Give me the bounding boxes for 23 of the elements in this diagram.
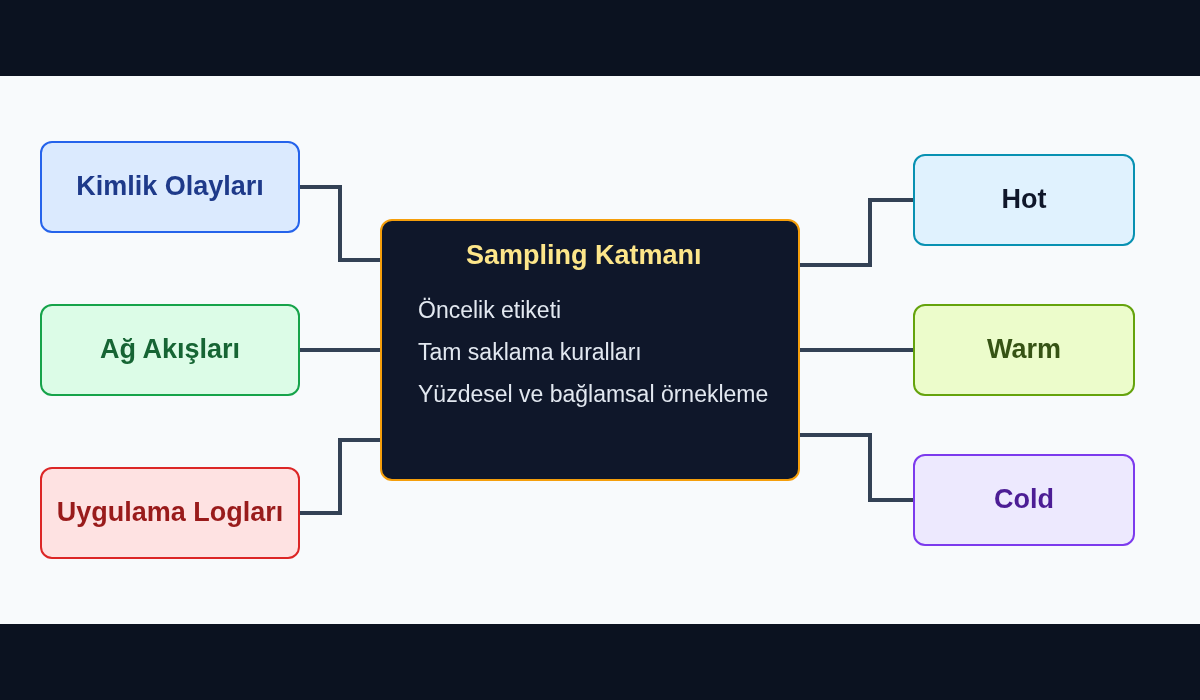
node-title: Ağ Akışları [99,333,241,367]
source-box [40,467,300,559]
connector-line [800,348,913,352]
node-text: Yüzdesel ve bağlamsal örnekleme [418,379,769,409]
connector-line [800,198,913,267]
node-title: Warm [987,333,1061,367]
connector-line [300,348,380,352]
source-box [913,454,1135,546]
node-text: Öncelik etiketi [418,295,562,325]
node-text: Tam saklama kuralları [418,337,642,367]
connector-line [800,433,913,502]
source-box [913,304,1135,396]
connector-line [300,438,380,515]
connector-line [300,185,380,262]
node-title: Hot [1001,183,1047,217]
node-title: Cold [994,483,1054,517]
process-card [380,219,800,481]
node-title: Kimlik Olayları [76,170,264,204]
node-title: Sampling Katmanı [466,239,702,272]
source-box [40,304,300,396]
source-box [40,141,300,233]
source-box [913,154,1135,246]
node-title: Uygulama Logları [56,496,284,530]
